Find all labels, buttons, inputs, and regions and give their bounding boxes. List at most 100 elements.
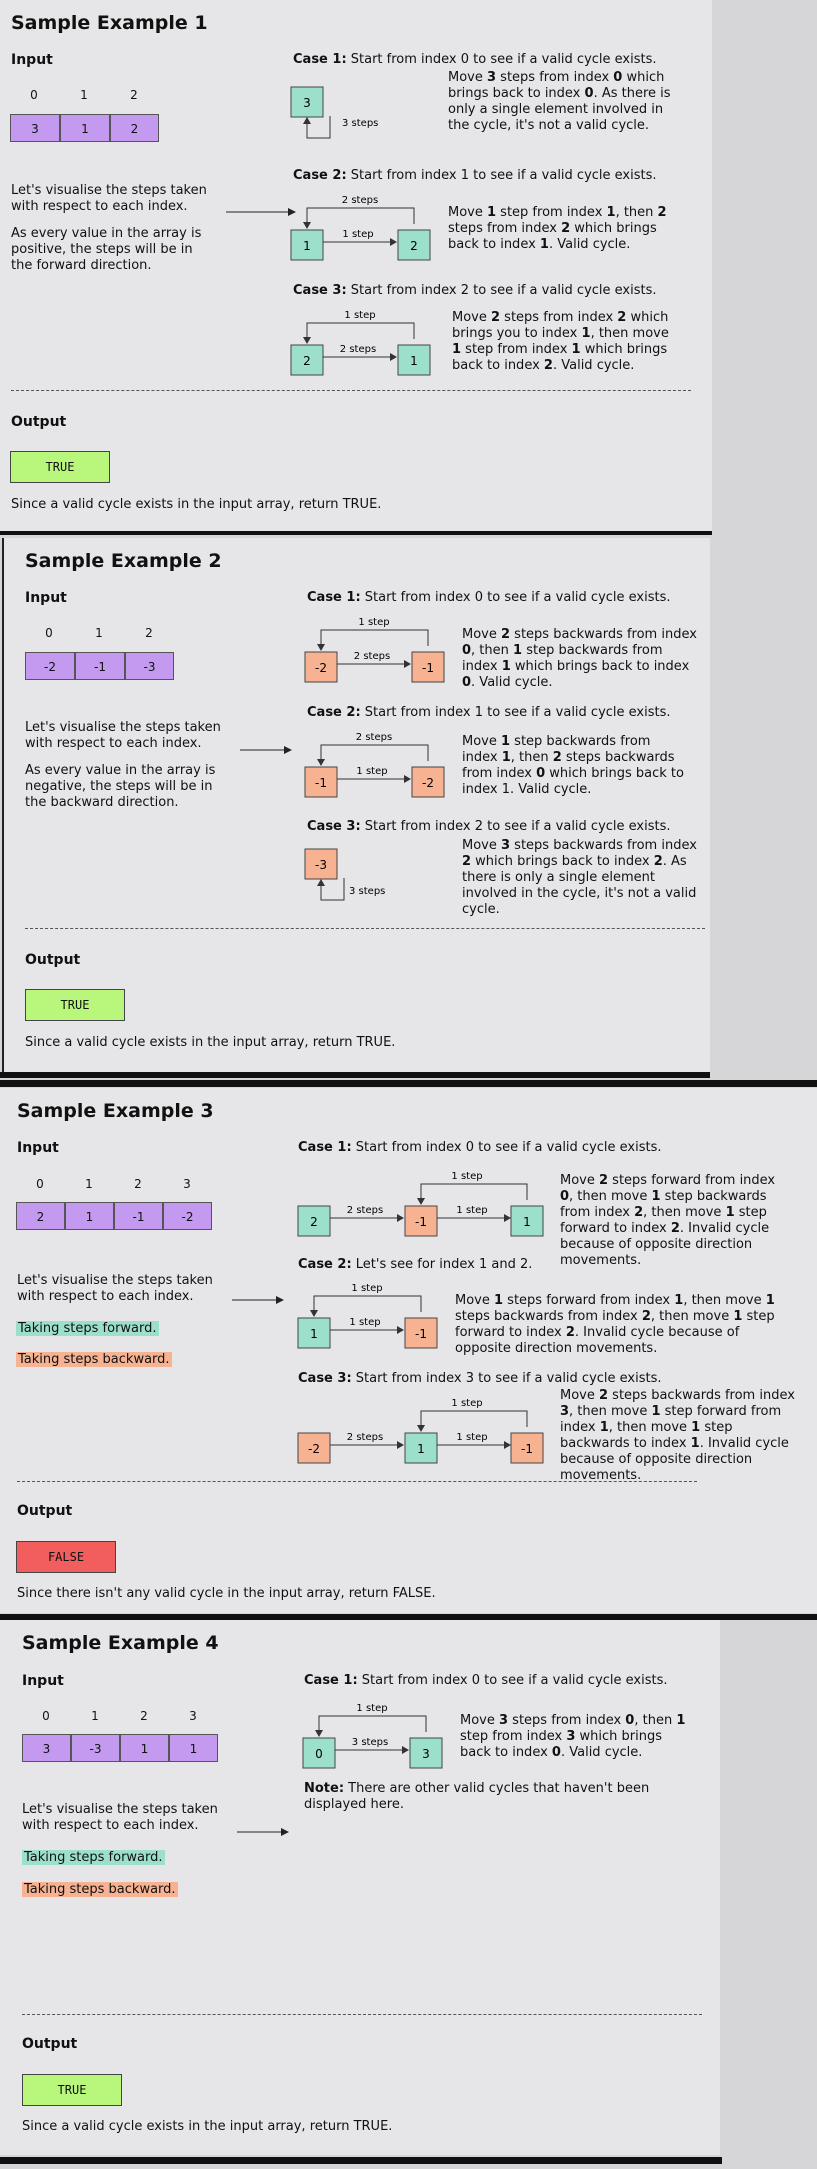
node-label: -2 [308, 1442, 320, 1456]
case-2-heading: Case 2: Start from index 1 to see if a v… [293, 168, 657, 183]
array-cell: -1 [114, 1202, 163, 1230]
node-box [290, 229, 324, 261]
case-3-heading: Case 3: Start from index 2 to see if a v… [293, 283, 657, 298]
case-1-diagram: 1 step -2 2 steps -1 [304, 617, 445, 683]
example-divider [0, 2157, 722, 2164]
case-3-heading: Case 3: Start from index 3 to see if a v… [298, 1371, 662, 1386]
pointer-arrow [226, 208, 296, 216]
array-index: 2 [134, 1177, 142, 1191]
node-box [304, 651, 338, 683]
node-box [304, 848, 338, 880]
case-2-diagram: 1 step 1 1 step -1 [297, 1283, 438, 1349]
forward-legend: Taking steps forward. [22, 1850, 165, 1865]
output-heading: Output [22, 2036, 78, 2052]
output-explanation: Since a valid cycle exists in the input … [25, 1035, 396, 1050]
array-index: 3 [183, 1177, 191, 1191]
case-1-description: Move 3 steps from index 0 which brings b… [448, 70, 671, 133]
array-index: 0 [45, 626, 53, 640]
example-divider [0, 1080, 817, 1087]
visualise-text: Let's visualise the steps taken with res… [17, 1273, 213, 1304]
separator [22, 2014, 702, 2015]
example-title: Sample Example 2 [25, 550, 222, 572]
array-cell: 3 [10, 114, 60, 142]
case-2-description: Move 1 step from index 1, then 2 steps f… [448, 205, 667, 252]
step-label: 2 steps [340, 344, 376, 355]
node-box [397, 229, 431, 261]
array-cell: 1 [169, 1734, 218, 1762]
step-label: 1 step [349, 1317, 380, 1328]
output-value: TRUE [25, 989, 125, 1021]
example-1-panel: Sample Example 1 Input 0 1 2 3 1 2 Let's… [0, 0, 712, 533]
step-label: 1 step [351, 1283, 382, 1294]
example-2-panel: Sample Example 2 Input 0 1 2 -2 -1 -3 Le… [2, 538, 710, 1072]
case-1-heading: Case 1: Start from index 0 to see if a v… [307, 590, 671, 605]
array-index: 0 [36, 1177, 44, 1191]
example-divider [0, 1072, 710, 1078]
node-label: 1 [410, 354, 418, 368]
visualise-text: Let's visualise the steps taken with res… [11, 183, 207, 214]
step-label: 2 steps [356, 732, 392, 743]
example-divider [0, 531, 712, 535]
output-heading: Output [25, 952, 81, 968]
array-index: 0 [30, 88, 38, 102]
case-3-diagram: 1 step 2 2 steps 1 [290, 310, 431, 376]
array-cell: 2 [16, 1202, 65, 1230]
output-heading: Output [11, 414, 67, 430]
node-box [304, 766, 338, 798]
array-cell: 2 [110, 114, 159, 142]
step-label: 1 step [356, 1703, 387, 1714]
case-3-diagram: -3 3 steps [304, 848, 385, 901]
step-label: 1 step [344, 310, 375, 321]
node-label: -1 [415, 1215, 427, 1229]
array-index: 1 [85, 1177, 93, 1191]
example-title: Sample Example 4 [22, 1632, 219, 1654]
node-label: -2 [315, 661, 327, 675]
node-box [411, 766, 445, 798]
array-cell: 1 [120, 1734, 169, 1762]
pointer-arrow [232, 1296, 284, 1304]
step-label: 1 step [358, 617, 389, 628]
output-value: TRUE [22, 2074, 122, 2106]
node-label: -2 [422, 776, 434, 790]
case-3-heading: Case 3: Start from index 2 to see if a v… [307, 819, 671, 834]
array-index: 2 [145, 626, 153, 640]
step-label: 3 steps [352, 1737, 388, 1748]
node-box [302, 1737, 336, 1769]
node-label: 3 [303, 96, 311, 110]
direction-text: As every value in the array is positive,… [11, 226, 202, 273]
node-box [297, 1317, 331, 1349]
array-cell: -3 [71, 1734, 120, 1762]
case-3-diagram: 1 step -2 2 steps 1 1 step -1 [297, 1398, 544, 1464]
node-label: 2 [310, 1215, 318, 1229]
array-index: 1 [80, 88, 88, 102]
node-label: -1 [315, 776, 327, 790]
array-cell: -2 [25, 652, 75, 680]
array-cell: -1 [75, 652, 125, 680]
case-1-heading: Case 1: Start from index 0 to see if a v… [293, 52, 657, 67]
node-box [297, 1432, 331, 1464]
direction-text: As every value in the array is negative,… [25, 763, 216, 810]
step-label: 3 steps [342, 118, 378, 129]
array-cell: -2 [163, 1202, 212, 1230]
array-cell: 1 [65, 1202, 114, 1230]
step-label: 1 step [342, 229, 373, 240]
case-3-description: Move 3 steps backwards from index 2 whic… [462, 838, 697, 917]
node-label: 2 [303, 354, 311, 368]
node-box [409, 1737, 443, 1769]
step-label: 2 steps [342, 195, 378, 206]
backward-legend: Taking steps backward. [22, 1882, 178, 1897]
separator [11, 390, 691, 391]
visualise-text: Let's visualise the steps taken with res… [25, 720, 221, 751]
node-box [290, 344, 324, 376]
case-1-diagram: 1 step 0 3 steps 3 [302, 1703, 443, 1769]
output-heading: Output [17, 1503, 73, 1519]
case-2-heading: Case 2: Start from index 1 to see if a v… [307, 705, 671, 720]
case-2-heading: Case 2: Let's see for index 1 and 2. [298, 1257, 533, 1272]
step-label: 1 step [356, 766, 387, 777]
pointer-arrow [237, 1828, 289, 1836]
step-label: 1 step [456, 1432, 487, 1443]
case-1-description: Move 2 steps backwards from index 0, the… [462, 627, 697, 690]
input-heading: Input [25, 590, 67, 606]
example-4-panel: Sample Example 4 Input 0 1 2 3 3 -3 1 1 … [0, 1620, 720, 2155]
step-label: 1 step [456, 1205, 487, 1216]
